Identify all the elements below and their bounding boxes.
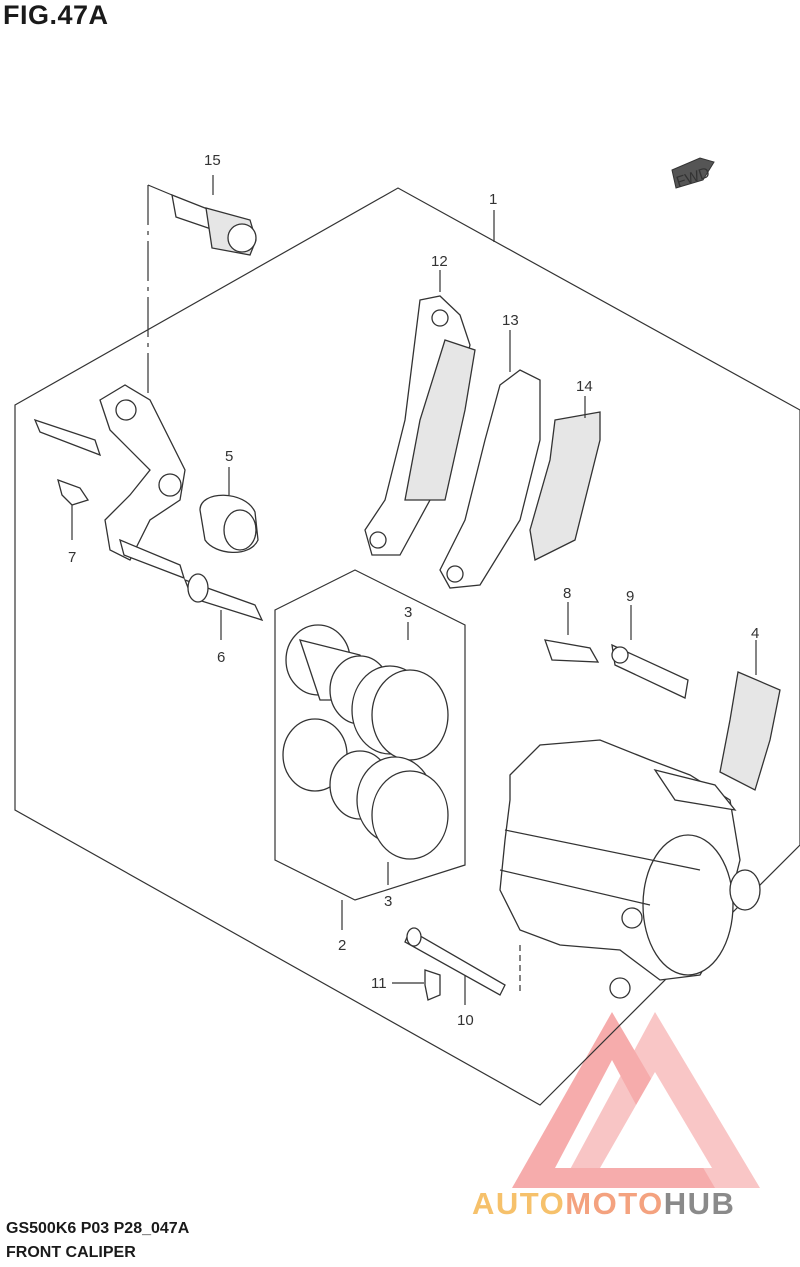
callout-5: 5 [225,448,233,465]
brand-part-1: AUTO [472,1186,566,1221]
callout-12: 12 [431,253,448,270]
callout-14: 14 [576,378,593,395]
watermark-brand-text: AUTOMOTOHUB [472,1186,735,1222]
callout-7: 7 [68,549,76,566]
callout-3-bottom: 3 [384,893,392,910]
fwd-arrow-icon: FWD [671,157,715,191]
footer-name: FRONT CALIPER [6,1244,136,1261]
bleeder-8 [544,602,600,663]
bolt-15 [147,175,257,410]
callout-1: 1 [489,191,497,208]
pad-spring-4 [719,640,781,791]
callout-3-top: 3 [404,604,412,621]
callout-11: 11 [371,975,387,992]
boot-5 [199,467,259,553]
watermark-logo [512,1012,760,1188]
seals-3 [351,622,449,885]
brand-part-3: HUB [663,1186,736,1221]
pad-shim-14 [529,411,601,561]
pin-6 [183,573,264,640]
callout-8: 8 [563,585,571,602]
piston-group-outline [274,569,466,901]
callout-9: 9 [626,588,634,605]
callout-15: 15 [204,152,221,169]
assembly-outline [14,187,800,1106]
callout-10: 10 [457,1012,474,1029]
cap-9 [611,605,689,699]
brake-pad-12 [364,295,476,556]
callout-4: 4 [751,625,759,642]
pad-pin-10 [404,927,521,1005]
footer-code: GS500K6 P03 P28_047A [6,1220,190,1237]
clip-7 [57,478,90,540]
callout-13: 13 [502,312,519,329]
figure-title: FIG.47A [3,0,109,30]
callout-2: 2 [338,937,346,954]
caliper-bracket [33,384,186,580]
callout-6: 6 [217,649,225,666]
brand-part-2: MOTO [565,1186,664,1221]
caliper-body [499,739,761,999]
brake-pad-13 [439,369,541,589]
clip-11 [392,969,441,1001]
